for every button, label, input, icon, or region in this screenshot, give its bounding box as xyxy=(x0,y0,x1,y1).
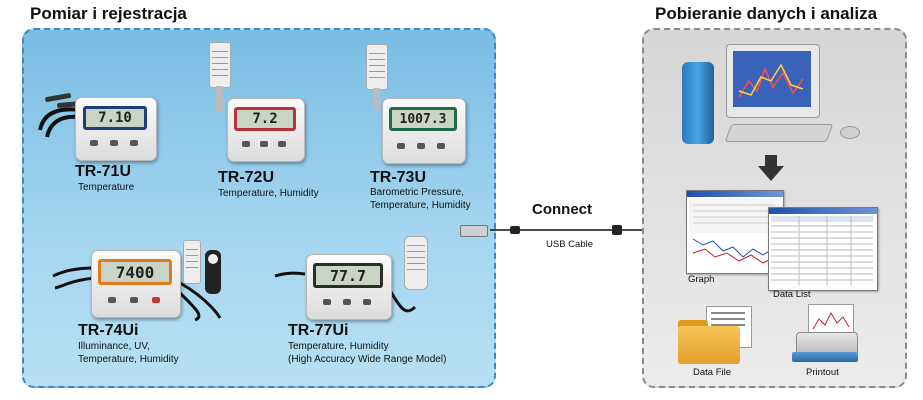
lcd-display: 7.10 xyxy=(83,106,147,130)
logger-body: 7.2 xyxy=(227,98,305,162)
printout-graph xyxy=(812,311,850,330)
desc-tr72u-line1: Temperature, Humidity xyxy=(218,188,319,199)
section-title-analysis: Pobieranie danych i analiza xyxy=(655,4,878,23)
lcd-display: 77.7 xyxy=(313,263,383,288)
device-tr71u: 7.10 xyxy=(35,85,165,165)
data-list-window xyxy=(768,207,878,291)
lcd-display: 7.2 xyxy=(234,107,296,131)
humidity-probe xyxy=(404,236,428,290)
arrow-down-icon xyxy=(758,155,784,181)
mouse xyxy=(840,126,860,139)
device-tr74ui: 7400 xyxy=(45,238,250,323)
computer-icon xyxy=(680,42,870,152)
graph-window xyxy=(686,190,784,274)
usb-plug-icon xyxy=(460,225,488,237)
connect-label: Connect xyxy=(532,201,592,218)
desc-tr74ui-line2: Temperature, Humidity xyxy=(78,354,179,365)
lcd-display: 7400 xyxy=(98,259,172,285)
model-tr72u: TR-72U xyxy=(218,169,275,186)
lcd-display: 1007.3 xyxy=(389,107,457,131)
model-tr77ui: TR-77Ui xyxy=(288,322,349,339)
printout-label: Printout xyxy=(806,367,839,378)
measurement-panel xyxy=(22,28,496,388)
desc-tr73u-line2: Temperature, Humidity xyxy=(370,200,471,211)
desc-tr77ui-line1: Temperature, Humidity xyxy=(288,341,389,352)
folder-icon xyxy=(676,302,766,366)
section-title-measurement: Pomiar i rejestracja xyxy=(30,4,187,23)
model-tr73u: TR-73U xyxy=(370,169,427,186)
desc-tr74ui-line1: Illuminance, UV, xyxy=(78,341,150,352)
logger-body: 7400 xyxy=(91,250,181,318)
desc-tr73u-line1: Barometric Pressure, xyxy=(370,187,464,198)
model-tr74ui: TR-74Ui xyxy=(78,322,139,339)
graph-label: Graph xyxy=(688,274,715,285)
humidity-probe xyxy=(209,42,231,88)
usb-cable-label: USB Cable xyxy=(546,239,593,250)
screen-graph xyxy=(733,51,811,107)
data-list-content xyxy=(771,216,873,286)
humidity-probe xyxy=(366,44,388,90)
device-tr72u: 7.2 xyxy=(205,40,315,165)
graph-window-content xyxy=(689,199,779,264)
logger-body: 7.10 xyxy=(75,97,157,161)
logger-body: 77.7 xyxy=(306,254,392,320)
monitor xyxy=(726,44,820,118)
printer-icon xyxy=(790,302,862,366)
data-list-label: Data List xyxy=(773,289,811,300)
usb-cable xyxy=(490,225,652,235)
keyboard xyxy=(724,124,834,142)
data-file-label: Data File xyxy=(693,367,732,378)
humidity-probe xyxy=(183,240,201,284)
device-tr77ui: 77.7 xyxy=(270,232,435,322)
desc-tr77ui-line2: (High Accuracy Wide Range Model) xyxy=(288,354,447,365)
device-tr73u: 1007.3 xyxy=(358,42,473,167)
model-tr71u: TR-71U xyxy=(75,163,132,180)
light-sensor-icon xyxy=(205,250,221,294)
pc-tower xyxy=(682,62,714,144)
desc-tr71u-line1: Temperature xyxy=(78,182,135,193)
logger-body: 1007.3 xyxy=(382,98,466,164)
